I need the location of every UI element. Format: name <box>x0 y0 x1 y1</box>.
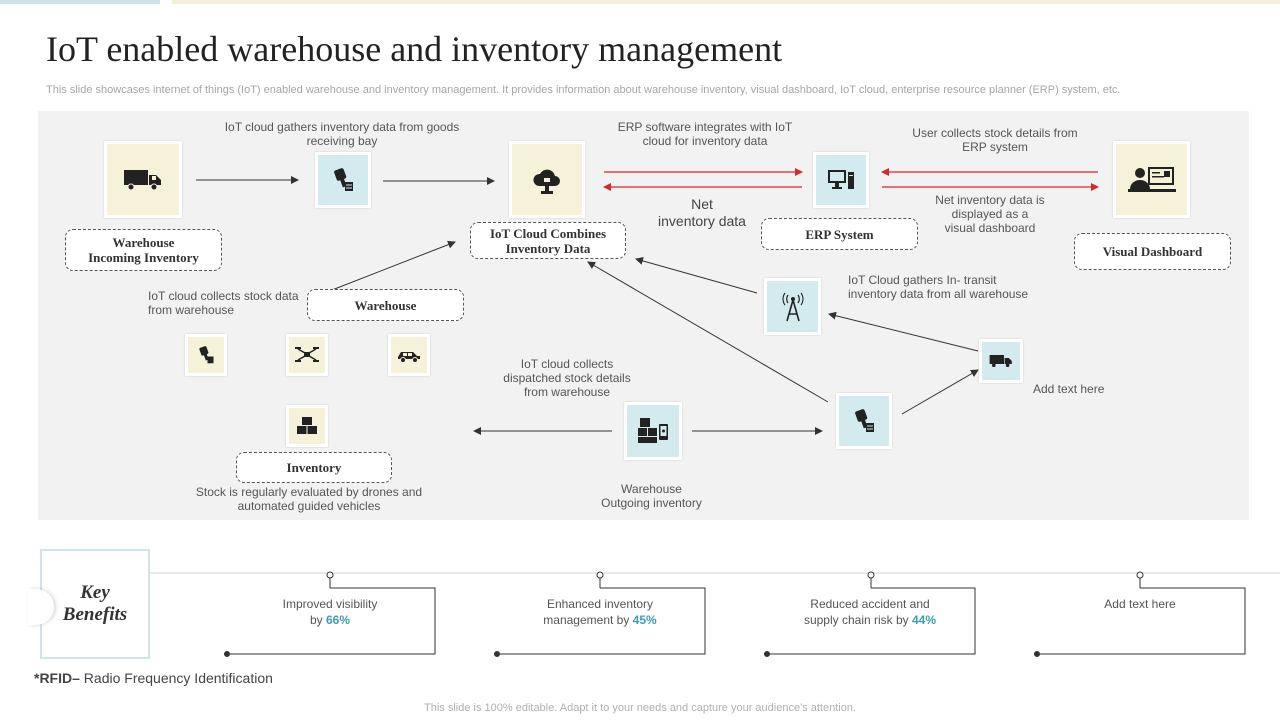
truck-transit-box <box>979 339 1023 383</box>
iot-cloud-box <box>509 141 585 218</box>
footnote-definition: Radio Frequency Identification <box>79 670 273 686</box>
benefit-3: Reduced accident and supply chain risk b… <box>785 596 955 628</box>
note-warehouse-outgoing: Warehouse Outgoing inventory <box>601 482 702 510</box>
label-erp-system: ERP System <box>761 218 918 250</box>
benefit-1-text: Improved visibility by <box>282 597 378 627</box>
note-dispatched: IoT cloud collects dispatched stock deta… <box>503 357 631 399</box>
arrow-tower-to-cloud <box>635 257 758 294</box>
note-iot-gathers-goods: IoT cloud gathers inventory data from go… <box>224 120 460 148</box>
rfid-reader-icon <box>852 408 876 434</box>
benefit-4-text: Add text here <box>1104 597 1176 611</box>
note-drones: Stock is regularly evaluated by drones a… <box>195 485 423 513</box>
computer-icon <box>827 168 855 192</box>
rfid-reader-icon <box>197 345 215 365</box>
footnote: *RFID– Radio Frequency Identification <box>34 670 273 686</box>
page-title: IoT enabled warehouse and inventory mana… <box>46 29 783 69</box>
arrow-warehouse-to-cloud <box>331 240 456 291</box>
drone-box <box>286 334 328 376</box>
benefit-1-pct: 66% <box>325 613 351 627</box>
arrow-reader-to-cloud <box>587 261 829 403</box>
note-user-collects: User collects stock details from ERP sys… <box>912 126 1078 154</box>
truck-icon <box>989 353 1013 369</box>
label-iot-cloud: IoT Cloud Combines Inventory Data <box>470 222 626 259</box>
top-accent-bar-left <box>0 0 160 4</box>
benefit-1: Improved visibility by 66% <box>250 596 410 628</box>
drone-icon <box>295 345 319 365</box>
top-accent-bar-right <box>172 0 1280 4</box>
footnote-term: *RFID– <box>34 670 80 686</box>
note-net-inventory: Net inventory data <box>658 196 746 229</box>
antenna-tower-icon <box>782 292 804 322</box>
cloud-icon <box>531 164 563 196</box>
footer-note: This slide is 100% editable. Adapt it to… <box>424 702 856 714</box>
label-warehouse-incoming: Warehouse Incoming Inventory <box>65 229 222 271</box>
rfid-reader-box-receiving <box>315 152 371 208</box>
arrow-truck-to-tower <box>828 311 979 352</box>
rfid-reader-icon <box>331 167 355 193</box>
label-visual-dashboard: Visual Dashboard <box>1074 233 1231 270</box>
inventory-box <box>286 405 328 447</box>
user-dashboard-icon <box>1127 165 1176 195</box>
erp-computer-box <box>813 152 869 208</box>
note-erp-integrates: ERP software integrates with IoT cloud f… <box>617 120 793 148</box>
rfid-warehouse-box <box>185 334 227 376</box>
benefit-2-pct: 45% <box>632 613 657 627</box>
car-icon <box>396 347 422 363</box>
label-warehouse: Warehouse <box>307 289 464 321</box>
note-iot-collects-stock: IoT cloud collects stock data from wareh… <box>148 289 299 317</box>
warehouse-outgoing-box <box>624 402 682 460</box>
benefits-timeline <box>150 572 1280 574</box>
boxes-icon <box>296 415 318 437</box>
key-benefits-heading: Key Benefits <box>40 549 150 659</box>
benefit-4: Add text here <box>1060 596 1220 612</box>
arrow-reader-to-truck <box>901 369 979 415</box>
note-net-inventory-dashboard: Net inventory data is displayed as a vis… <box>935 193 1045 235</box>
benefit-3-pct: 44% <box>912 613 937 627</box>
visual-dashboard-box <box>1113 141 1190 218</box>
benefit-2-text: Enhanced inventory management by <box>543 597 654 627</box>
truck-incoming-box <box>104 141 182 218</box>
agv-box <box>388 334 430 376</box>
page-subtitle: This slide showcases internet of things … <box>46 84 1121 96</box>
label-inventory: Inventory <box>236 452 392 483</box>
note-add-text: Add text here <box>1033 382 1105 396</box>
note-in-transit: IoT Cloud gathers In- transit inventory … <box>848 273 1029 301</box>
warehouse-package-icon <box>637 416 669 446</box>
antenna-tower-box <box>764 278 821 335</box>
truck-icon <box>123 168 163 192</box>
benefit-2: Enhanced inventory management by 45% <box>520 596 680 628</box>
rfid-reader-box-dispatch <box>836 393 892 449</box>
benefit-3-text: Reduced accident and supply chain risk b… <box>803 597 930 627</box>
